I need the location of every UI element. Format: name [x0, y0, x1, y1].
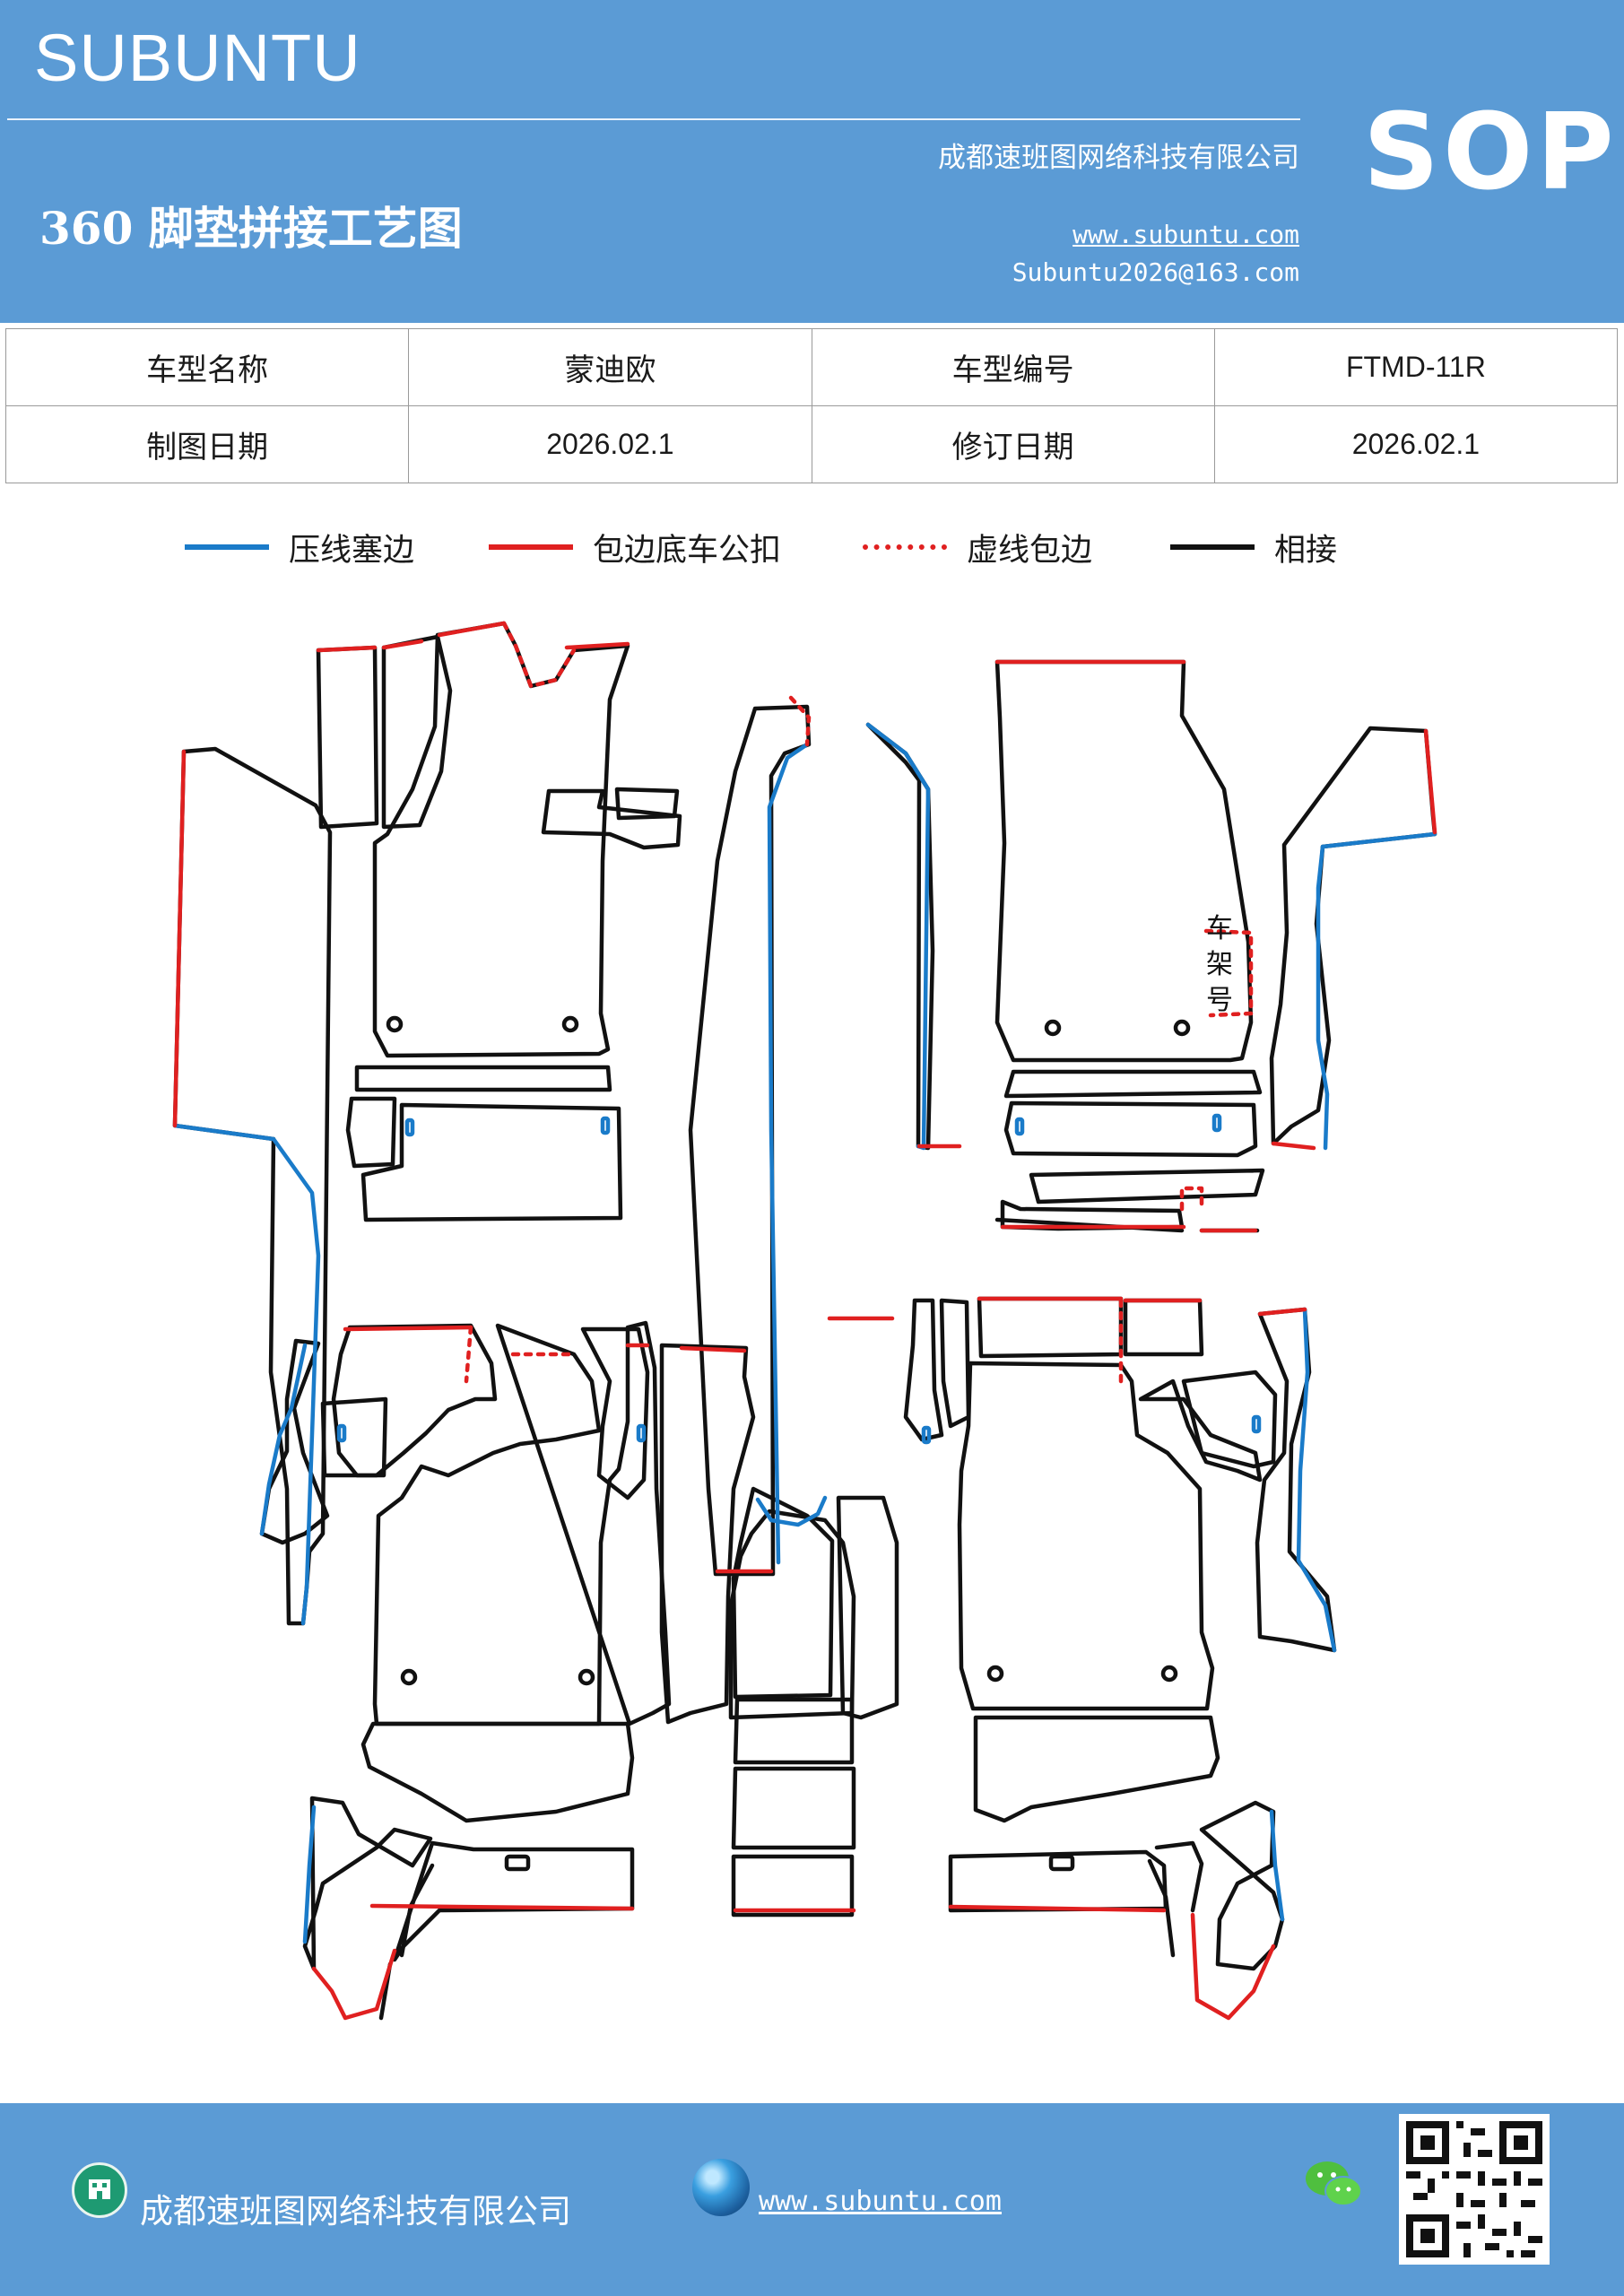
model-name-label: 车型名称 [4, 328, 410, 406]
table-row: 车型名称 蒙迪欧 车型编号 FTMD-11R [4, 328, 1619, 406]
legend-swatch-edge [489, 544, 573, 550]
header-banner: SUBUNTU 成都速班图网络科技有限公司 360 脚垫拼接工艺图 www.su… [0, 0, 1624, 323]
legend-item: 相接 [1170, 520, 1337, 574]
globe-icon [692, 2159, 750, 2216]
footer-company-name: 成都速班图网络科技有限公司 [140, 2192, 571, 2231]
legend-swatch-join [1170, 544, 1255, 550]
building-icon [72, 2162, 127, 2218]
legend-label: 虚线包边 [967, 532, 1093, 569]
floor-mat-diagram: 车 架 号 [172, 621, 1437, 2021]
legend-label: 包边底车公扣 [593, 532, 782, 569]
company-name: 成都速班图网络科技有限公司 [938, 142, 1299, 174]
footer-website-link[interactable]: www.subuntu.com [759, 2186, 1002, 2217]
edge-line-segments [172, 621, 1437, 2021]
legend-swatch-press [185, 544, 269, 550]
legend-label: 压线塞边 [289, 532, 415, 569]
brand-name: SUBUNTU [34, 21, 361, 95]
legend-item: 虚线包边 [863, 520, 1092, 574]
legend-label: 相接 [1274, 532, 1338, 569]
legend-item: 压线塞边 [185, 520, 414, 574]
press-line-segments [172, 722, 1437, 1944]
footer-banner: 成都速班图网络科技有限公司 www.subuntu.com [0, 2103, 1624, 2296]
header-divider [7, 118, 1300, 120]
sop-badge: SOP [1363, 90, 1618, 213]
legend-swatch-dotted-edge [863, 544, 947, 550]
website-link[interactable]: www.subuntu.com [1073, 220, 1299, 249]
model-code-value: FTMD-11R [1213, 328, 1619, 406]
dotted-edge-segments [464, 621, 1254, 1384]
frame-number-char: 车 [1206, 913, 1233, 944]
revise-date-value: 2026.02.1 [1213, 405, 1619, 483]
mat-outlines [172, 621, 1437, 2021]
frame-number-char: 号 [1206, 985, 1233, 1016]
qr-code-icon [1399, 2114, 1550, 2265]
frame-number-char: 架 [1206, 949, 1233, 980]
draw-date-value: 2026.02.1 [408, 405, 812, 483]
revise-date-label: 修订日期 [811, 405, 1215, 483]
draw-date-label: 制图日期 [4, 405, 410, 483]
model-code-label: 车型编号 [811, 328, 1215, 406]
wechat-icon[interactable] [1302, 2157, 1365, 2211]
line-legend: 压线塞边 包边底车公扣 虚线包边 相接 [0, 520, 1624, 574]
document-title: 360 脚垫拼接工艺图 [39, 202, 463, 255]
email-address: Subuntu2026@163.com [1012, 257, 1299, 287]
legend-item: 包边底车公扣 [489, 520, 781, 574]
table-row: 制图日期 2026.02.1 修订日期 2026.02.1 [4, 405, 1619, 483]
model-name-value: 蒙迪欧 [408, 328, 812, 406]
vehicle-info-table: 车型名称 蒙迪欧 车型编号 FTMD-11R 制图日期 2026.02.1 修订… [4, 328, 1619, 483]
